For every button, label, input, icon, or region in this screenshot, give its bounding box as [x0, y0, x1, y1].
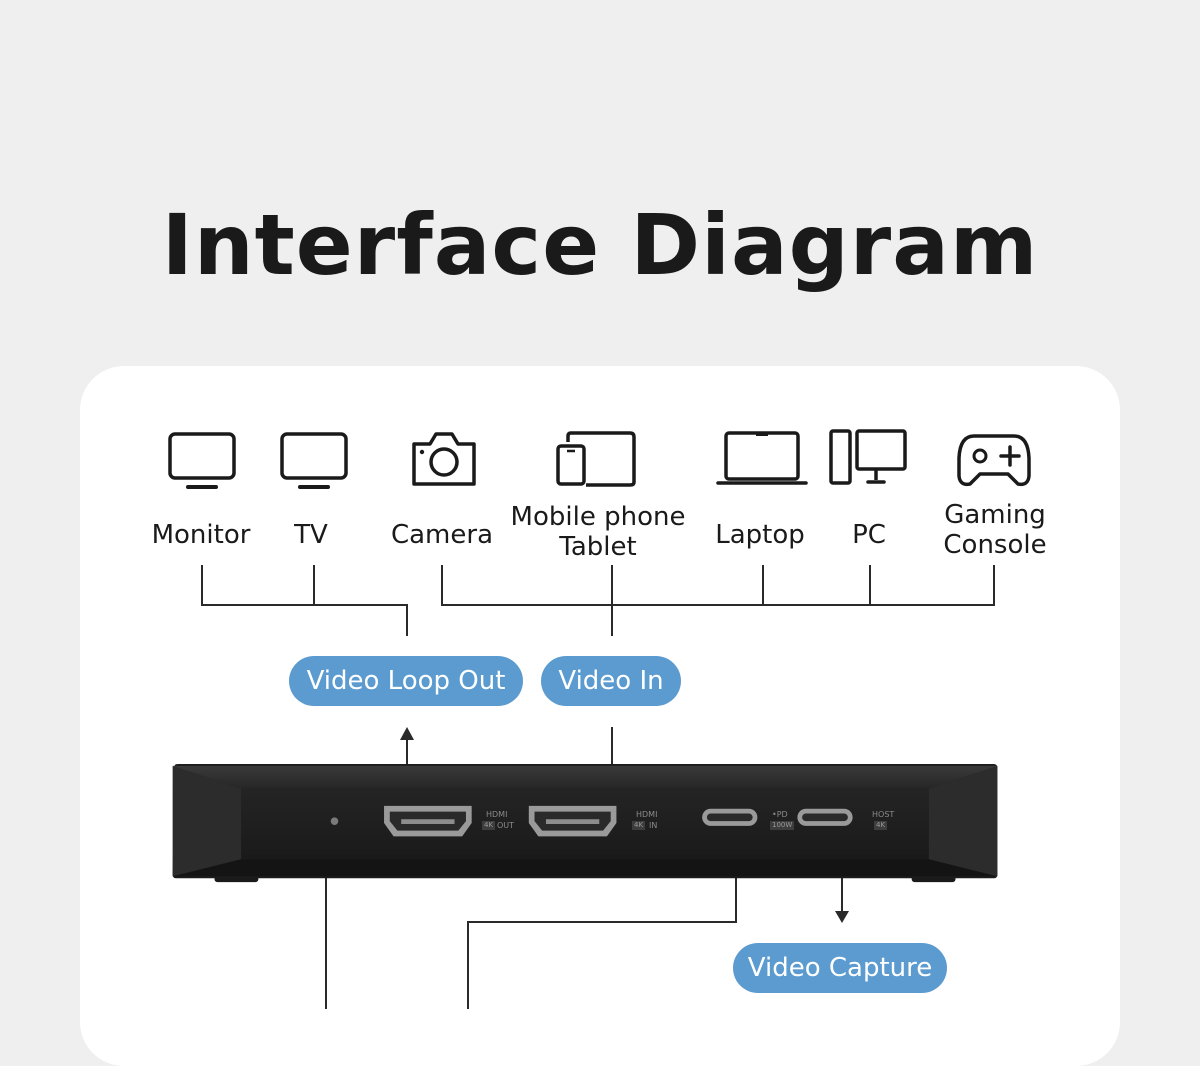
device-label-gaming: Gaming — [944, 500, 1046, 530]
hdmi-in-tag-in: IN — [649, 821, 658, 830]
video-capture-label: Video Capture — [733, 943, 947, 993]
hdmi-in-marking: HDMI — [636, 810, 658, 819]
video-in-label: Video In — [541, 656, 681, 706]
device-label-tv: TV — [294, 520, 328, 550]
hdmi-out-tag-4k: 4K — [482, 821, 496, 830]
capture-device-body — [172, 764, 998, 883]
usbc-pd-marking: •PD — [772, 810, 788, 819]
device-label-mobile: Mobile phone — [510, 502, 686, 532]
camera-icon — [412, 432, 476, 486]
hdmi-out-marking: HDMI — [486, 810, 508, 819]
pc-icon — [829, 429, 907, 485]
device-label-camera: Camera — [390, 520, 494, 550]
device-label-tablet: Tablet — [559, 532, 637, 562]
device-label-monitor: Monitor — [151, 520, 251, 550]
monitor-icon — [168, 432, 236, 489]
diagram-card — [80, 366, 1120, 1066]
usbc-host-marking: HOST — [872, 810, 895, 819]
usbc-host-tag: 4K — [874, 821, 888, 830]
device-label-console: Console — [943, 530, 1047, 560]
gamepad-icon — [957, 434, 1031, 487]
video-loop-out-label: Video Loop Out — [289, 656, 523, 706]
hdmi-in-tag-4k: 4K — [632, 821, 646, 830]
device-label-mobile-tablet: Mobile phone Tablet — [508, 502, 688, 562]
tv-icon — [280, 432, 348, 489]
mobile-tablet-icon — [556, 431, 636, 487]
device-label-pc: PC — [852, 520, 886, 550]
device-label-laptop: Laptop — [715, 520, 805, 550]
usbc-pd-tag: 100W — [770, 821, 795, 830]
page-title: Interface Diagram — [161, 196, 1039, 294]
device-label-gaming-console: Gaming Console — [930, 500, 1060, 560]
laptop-icon — [716, 431, 808, 485]
hdmi-out-tag-out: OUT — [497, 821, 515, 830]
